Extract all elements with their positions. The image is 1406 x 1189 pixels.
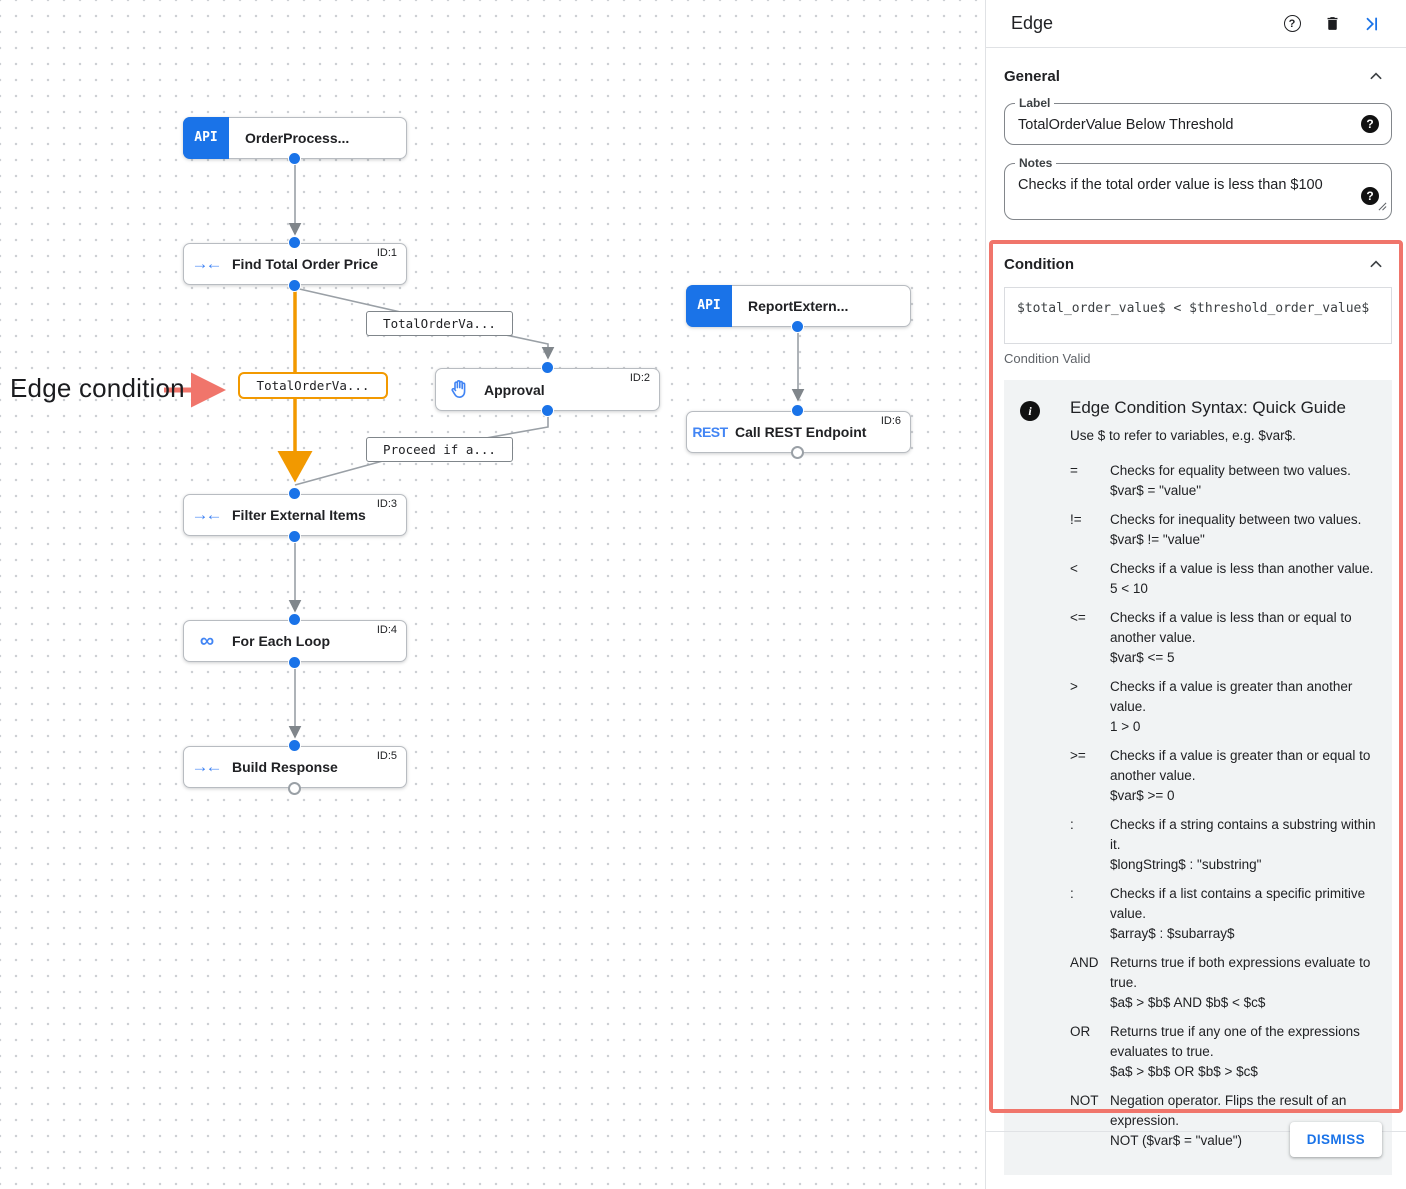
guide-operator-row: > Checks if a value is greater than anot… <box>1070 679 1353 734</box>
node-id-badge: ID:3 <box>376 498 397 510</box>
edge-label-text: Proceed if a... <box>383 442 496 457</box>
guide-operator-row: : Checks if a string contains a substrin… <box>1070 817 1376 872</box>
dismiss-button[interactable]: DISMISS <box>1289 1122 1382 1157</box>
edge-label-text: TotalOrderVa... <box>256 378 370 393</box>
node-id-badge: ID:5 <box>376 750 397 762</box>
edge-lines <box>164 160 805 739</box>
guide-operator-row: AND Returns true if both expressions eva… <box>1070 955 1371 1010</box>
edge-label-selected[interactable]: TotalOrderVa... <box>238 372 388 399</box>
label-help-icon[interactable]: ? <box>1361 115 1379 133</box>
node-id-badge: ID:2 <box>629 372 650 384</box>
edge-condition-annotation: Edge condition <box>10 373 185 403</box>
connector-dot[interactable] <box>541 361 554 374</box>
guide-operator-row: OR Returns true if any one of the expres… <box>1070 1024 1360 1079</box>
connector-dot[interactable] <box>288 279 301 292</box>
guide-operator-row: = Checks for equality between two values… <box>1070 463 1351 498</box>
label-field-value[interactable]: TotalOrderValue Below Threshold <box>1018 117 1234 133</box>
connector-dot[interactable] <box>288 530 301 543</box>
collapse-panel-icon[interactable] <box>1358 10 1386 38</box>
connector-dot[interactable] <box>288 487 301 500</box>
connector-dot-end[interactable] <box>791 446 804 459</box>
condition-expression-input[interactable]: $total_order_value$ < $threshold_order_v… <box>1004 287 1392 344</box>
node-title: Find Total Order Price <box>232 256 378 272</box>
connector-dot[interactable] <box>791 320 804 333</box>
data-mapping-icon: →← <box>191 254 223 273</box>
resize-handle[interactable] <box>1378 198 1387 216</box>
node-title: Build Response <box>232 759 338 775</box>
general-heading: General <box>1004 68 1060 85</box>
node-reportextern-trigger[interactable]: API ReportExtern... <box>686 284 911 327</box>
connector-dot[interactable] <box>288 236 301 249</box>
syntax-quick-guide: i Edge Condition Syntax: Quick Guide Use… <box>1004 380 1392 1175</box>
guide-operator-row: < Checks if a value is less than another… <box>1070 561 1374 596</box>
node-build-response[interactable]: ID:5 →← Build Response <box>183 746 407 788</box>
node-title: ReportExtern... <box>748 298 849 314</box>
guide-operator-row: NOT Negation operator. Flips the result … <box>1070 1093 1347 1148</box>
edge-label-text: TotalOrderVa... <box>383 316 496 331</box>
approval-hand-icon <box>436 369 482 410</box>
node-filter-external-items[interactable]: ID:3 →← Filter External Items <box>183 494 407 536</box>
node-title: Approval <box>484 381 545 398</box>
guide-operator-row: <= Checks if a value is less than or equ… <box>1070 610 1352 665</box>
node-title: Filter External Items <box>232 507 366 523</box>
guide-operator-row: >= Checks if a value is greater than or … <box>1070 748 1371 803</box>
connector-dot[interactable] <box>288 739 301 752</box>
chevron-up-icon[interactable] <box>1368 69 1384 85</box>
edge-config-panel: Edge ? General Label TotalOrderValue Bel… <box>985 0 1406 1189</box>
info-icon: i <box>1020 401 1040 421</box>
edge-label[interactable]: TotalOrderVa... <box>366 311 513 336</box>
condition-heading: Condition <box>1004 256 1074 273</box>
node-id-badge: ID:4 <box>376 624 397 636</box>
data-mapping-icon: →← <box>191 505 223 524</box>
chevron-up-icon[interactable] <box>1368 257 1384 273</box>
condition-section-header[interactable]: Condition <box>986 238 1406 283</box>
node-id-badge: ID:1 <box>376 247 397 259</box>
guide-operator-row: : Checks if a list contains a specific p… <box>1070 886 1366 941</box>
rest-icon: REST <box>692 424 728 440</box>
label-field[interactable]: Label TotalOrderValue Below Threshold ? <box>1004 96 1392 145</box>
node-id-badge: ID:6 <box>880 415 901 427</box>
connector-dot[interactable] <box>541 404 554 417</box>
node-approval[interactable]: ID:2 Approval <box>435 368 660 411</box>
notes-field[interactable]: Notes Checks if the total order value is… <box>1004 156 1392 220</box>
label-field-label: Label <box>1015 96 1055 110</box>
notes-field-label: Notes <box>1015 156 1057 170</box>
node-title: Call REST Endpoint <box>735 424 867 440</box>
connector-dot[interactable] <box>288 656 301 669</box>
condition-valid-status: Condition Valid <box>1004 351 1091 366</box>
node-for-each-loop[interactable]: ID:4 ∞ For Each Loop <box>183 620 407 662</box>
api-connector-icon: API <box>183 116 229 159</box>
api-connector-icon: API <box>686 284 732 327</box>
footer-divider <box>986 1131 1406 1132</box>
data-mapping-icon: →← <box>191 757 223 776</box>
delete-edge-icon[interactable] <box>1318 10 1346 38</box>
connector-dot[interactable] <box>288 613 301 626</box>
notes-field-value[interactable]: Checks if the total order value is less … <box>1018 177 1323 193</box>
panel-header: Edge ? <box>986 0 1406 48</box>
node-title: For Each Loop <box>232 633 330 649</box>
loop-icon: ∞ <box>199 630 215 652</box>
notes-help-icon[interactable]: ? <box>1361 187 1379 205</box>
edge-label[interactable]: Proceed if a... <box>366 437 513 462</box>
general-section-header[interactable]: General <box>986 48 1406 95</box>
guide-operator-row: != Checks for inequality between two val… <box>1070 512 1362 547</box>
guide-intro: Use $ to refer to variables, e.g. $var$. <box>1070 428 1296 443</box>
connector-dot[interactable] <box>288 152 301 165</box>
help-icon[interactable]: ? <box>1278 10 1306 38</box>
connector-dot[interactable] <box>791 404 804 417</box>
connector-dot-end[interactable] <box>288 782 301 795</box>
guide-title: Edge Condition Syntax: Quick Guide <box>1070 398 1346 417</box>
node-title: OrderProcess... <box>245 130 350 146</box>
flow-canvas[interactable]: Edge condition API OrderProcess... ID:1 … <box>0 0 985 1189</box>
panel-title: Edge <box>1011 13 1054 33</box>
